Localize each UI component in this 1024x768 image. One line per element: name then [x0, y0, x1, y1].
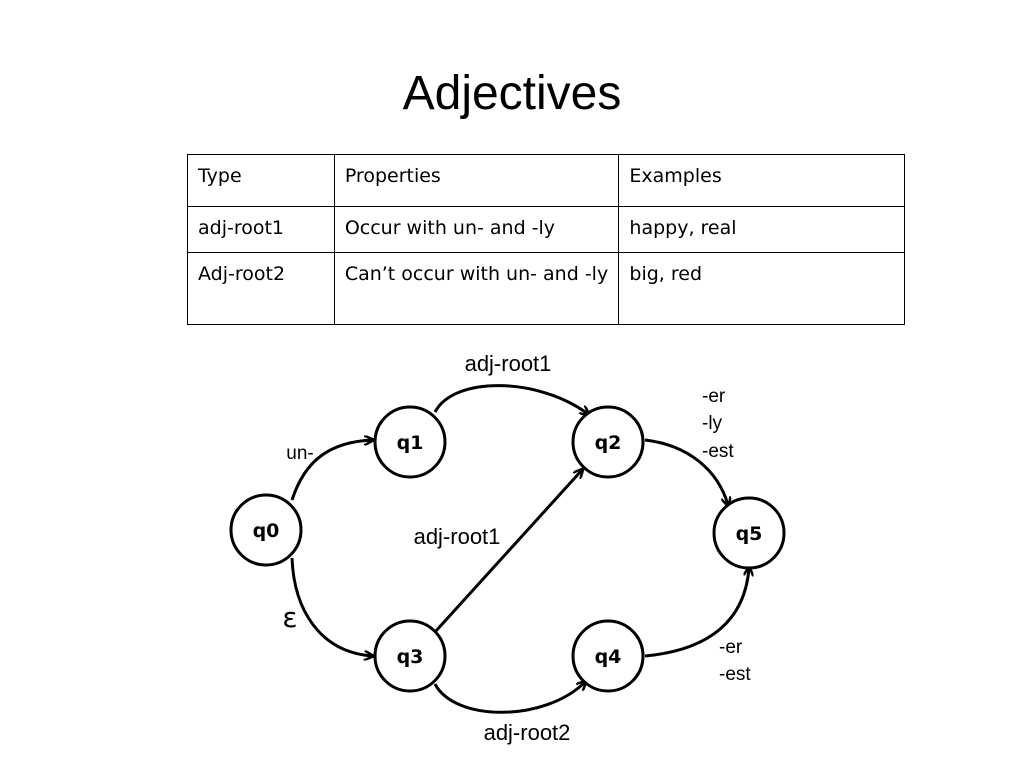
- state-q4: q4: [571, 619, 645, 693]
- state-label: q3: [397, 646, 424, 668]
- cell-properties: Occur with un- and -ly: [333, 206, 620, 253]
- edge-label-q2-q5-est: -est: [702, 441, 734, 462]
- edge-label-q4-q5-er: -er: [719, 637, 743, 658]
- edge-label-q2-q5-er: -er: [702, 386, 726, 407]
- edge-label-q2-q5-ly: -ly: [702, 413, 723, 434]
- edge-label-q4-q5-est: -est: [719, 664, 751, 685]
- state-q1: q1: [373, 405, 447, 479]
- state-q3: q3: [373, 619, 447, 693]
- header-properties: Properties: [333, 154, 620, 207]
- edge-label-q0-q1: un-: [286, 443, 313, 464]
- edge-q4-q5: [644, 568, 749, 658]
- state-q5: q5: [712, 496, 786, 570]
- edge-q1-q2: [433, 384, 588, 414]
- state-label: q5: [736, 523, 763, 545]
- state-q2: q2: [571, 405, 645, 479]
- state-label: q2: [595, 432, 622, 454]
- edge-q3-q2: [433, 470, 582, 634]
- edge-label-q1-q2: adj-root1: [465, 351, 552, 376]
- edge-q3-q4: [433, 682, 585, 714]
- cell-examples: big, red: [618, 252, 905, 325]
- state-label: q0: [253, 520, 280, 542]
- state-q0: q0: [229, 493, 303, 567]
- cell-properties: Can’t occur with un- and -ly: [333, 252, 620, 325]
- edge-label-q3-q2: adj-root1: [414, 524, 501, 549]
- header-examples: Examples: [618, 154, 905, 207]
- table-row: Adj-root2 Can’t occur with un- and -ly b…: [187, 252, 905, 325]
- state-label: q1: [397, 432, 424, 454]
- slide-title: Adjectives: [402, 67, 622, 120]
- cell-type: Adj-root2: [187, 252, 335, 325]
- edge-q0-q1: [290, 440, 372, 501]
- edge-label-q3-q4: adj-root2: [484, 720, 571, 745]
- table-row: adj-root1 Occur with un- and -ly happy, …: [187, 206, 905, 253]
- state-label: q4: [595, 646, 622, 668]
- edge-q2-q5: [644, 438, 728, 505]
- adjective-types-table: Type Properties Examples adj-root1 Occur…: [187, 154, 905, 325]
- edge-q0-q3: [290, 557, 372, 656]
- edge-label-q0-q3: ε: [282, 601, 297, 634]
- table-header-row: Type Properties Examples: [187, 154, 905, 207]
- header-type: Type: [187, 154, 335, 207]
- cell-examples: happy, real: [618, 206, 905, 253]
